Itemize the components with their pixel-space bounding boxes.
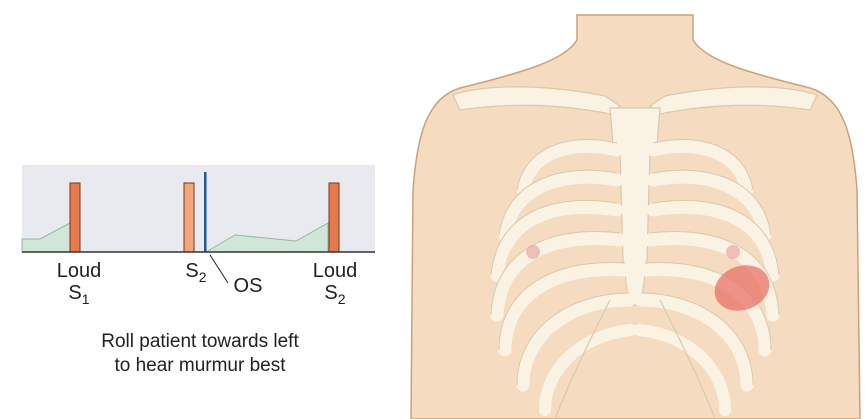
opening-snap-line (204, 172, 207, 252)
caption-line-1: Roll patient towards left (101, 331, 299, 352)
s1-loud-text: Loud (56, 260, 102, 282)
s2-loud-label: Loud S2 (300, 260, 370, 307)
caption-line-2: to hear murmur best (114, 355, 286, 376)
thorax-illustration (410, 14, 861, 419)
caption: Roll patient towards left to hear murmur… (40, 330, 360, 378)
mitral-area-highlight (714, 265, 770, 311)
s2-bar (183, 182, 195, 253)
s2-loud-symbol: S2 (324, 282, 346, 307)
right-nipple (726, 245, 740, 259)
s2-loud-text: Loud (312, 260, 358, 282)
s1-loud-bar (69, 182, 81, 253)
os-label: OS (233, 275, 263, 297)
s2-label: S2 (185, 260, 207, 285)
phonocardiogram (21, 165, 375, 284)
s1-label: Loud S1 (44, 260, 114, 307)
costal-margin (554, 299, 716, 419)
s2-loud-bar (328, 182, 340, 253)
os-pointer (209, 254, 229, 284)
left-nipple (526, 245, 540, 259)
s1-symbol: S1 (68, 282, 90, 307)
left-ribs-outline (490, 139, 630, 386)
